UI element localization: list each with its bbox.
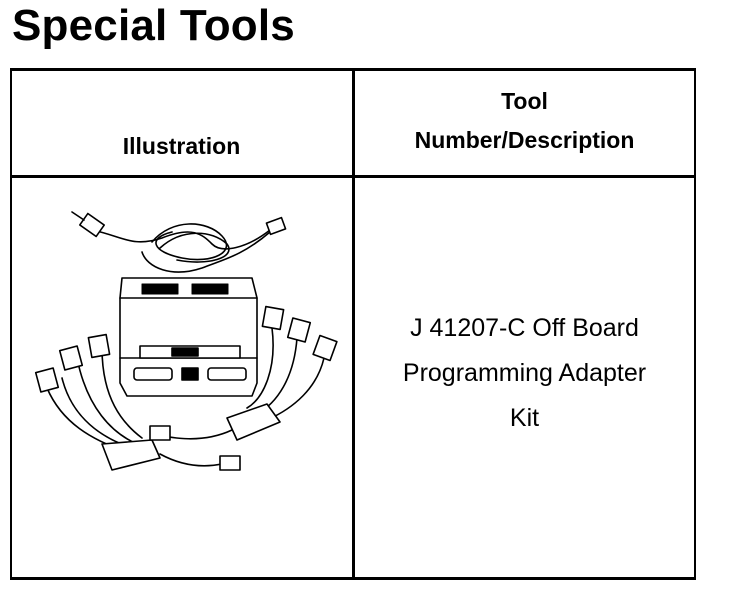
header-tool-number: Tool Number/Description [353, 68, 696, 178]
right-harness [246, 327, 274, 409]
adapter-box [119, 277, 258, 397]
vent-grille-left [141, 283, 179, 295]
header-tool-line2: Number/Description [414, 127, 635, 153]
table-border-right [694, 68, 696, 580]
vent-grille-right [191, 283, 229, 295]
header-illustration: Illustration [10, 68, 353, 178]
page-title: Special Tools [12, 1, 295, 50]
table-column-divider [352, 68, 355, 580]
db-connector-right [207, 367, 247, 381]
table-border-left [10, 68, 12, 580]
table-header-divider [10, 175, 696, 178]
left-harness [61, 377, 133, 449]
left-splitter [101, 439, 161, 471]
adapter-kit-illustration [34, 211, 338, 471]
header-tool-line1: Tool [501, 88, 548, 114]
header-illustration-label: Illustration [122, 133, 241, 159]
tool-description-line3: Kit [509, 404, 540, 432]
barrel-plug [265, 216, 287, 236]
tool-description: J 41207-C Off Board Programming Adapter … [353, 306, 696, 441]
right-splitter [226, 403, 281, 441]
db-connector-left [133, 367, 173, 381]
tool-description-line2: Programming Adapter [402, 359, 647, 387]
special-tools-table: Illustration Tool Number/Description [10, 68, 696, 580]
power-cable [91, 229, 271, 250]
cigarette-plug [78, 212, 106, 238]
tool-description-line1: J 41207-C Off Board [410, 314, 639, 342]
